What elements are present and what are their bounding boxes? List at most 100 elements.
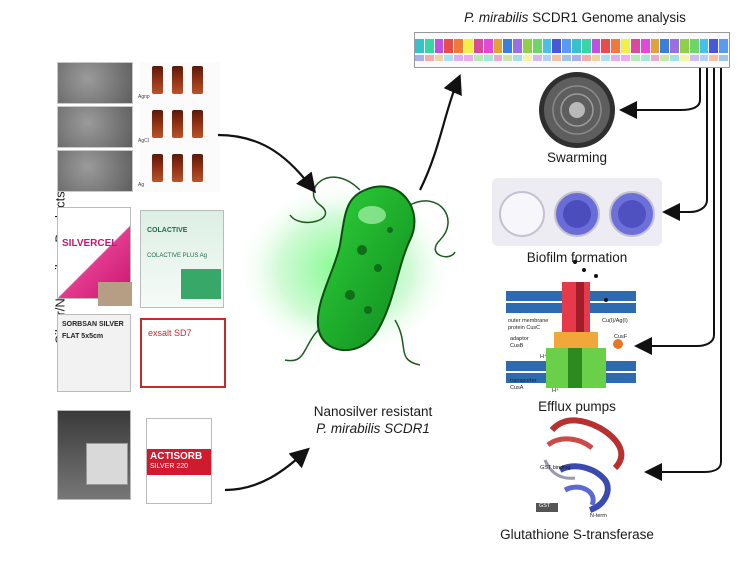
efflux-label: Efflux pumps <box>538 399 616 414</box>
genome-block <box>572 39 581 53</box>
genome-block <box>601 39 611 53</box>
exsalt-text: exsalt SD7 <box>148 328 192 338</box>
genome-block <box>709 39 719 53</box>
genome-block <box>473 39 483 53</box>
genome-block <box>532 39 542 53</box>
sorbsan-package: SORBSAN SILVER FLAT 5x5cm <box>57 314 131 392</box>
center-strain: P. mirabilis SCDR1 <box>316 421 430 436</box>
genome-block <box>464 39 473 53</box>
genome-block <box>493 39 503 53</box>
efflux-adaptor-label: adaptor <box>510 336 529 342</box>
genome-block <box>434 39 444 53</box>
silvercel-text: SILVERCEL <box>62 238 118 249</box>
gst-binding-label: GST binding <box>540 465 571 471</box>
tem-image-2 <box>57 106 133 148</box>
actisorb-sub-text: SILVER 220 <box>150 463 189 470</box>
efflux-cusf-label: CusF <box>614 334 628 340</box>
genome-block-shadow <box>503 55 513 61</box>
arrow-tem-to-bacterium <box>217 133 317 194</box>
arrow-to-biofilm <box>662 66 708 221</box>
genome-block-shadow <box>424 55 434 61</box>
swarming-label: Swarming <box>546 150 608 165</box>
flagellum-1 <box>289 176 361 224</box>
genome-block-shadow <box>415 55 424 61</box>
arrow-to-gst <box>644 66 722 481</box>
gst-tag-label: GST <box>539 503 551 509</box>
efflux-transporter-label: transporter <box>510 378 537 384</box>
genome-block <box>552 39 562 53</box>
genome-block <box>424 39 434 53</box>
nanosilver-vials-panel: Agnp AgCl Ag <box>138 62 220 192</box>
genome-block-shadow <box>434 55 444 61</box>
genome-block-shadow <box>611 55 621 61</box>
genome-block-shadow <box>699 55 709 61</box>
genome-block <box>621 39 630 53</box>
flagellum-2 <box>409 200 456 258</box>
arrow-to-swarming <box>619 66 701 119</box>
biofilm-well-1 <box>499 191 545 237</box>
exsalt-package: exsalt SD7 <box>140 318 226 388</box>
genome-block-shadow <box>679 55 689 61</box>
vial-label-1: Agnp <box>138 94 150 100</box>
genome-block-shadow <box>650 55 660 61</box>
genome-block <box>562 39 571 53</box>
genome-block-shadow <box>621 55 630 61</box>
colactive-text: COLACTIVE <box>147 227 188 234</box>
puracol-package <box>57 410 131 500</box>
efflux-h1-label: H⁺ <box>540 354 547 360</box>
genome-title-rest: SCDR1 Genome analysis <box>528 10 686 25</box>
gst-nterm-label: N-term <box>590 513 607 519</box>
genome-block-shadow <box>513 55 522 61</box>
efflux-adaptor2-label: CusB <box>510 343 524 349</box>
tem-image-1 <box>57 62 133 104</box>
actisorb-package: ACTISORB SILVER 220 <box>146 418 212 504</box>
biofilm-label: Biofilm formation <box>526 250 628 265</box>
genome-block <box>611 39 621 53</box>
vial-label-2: AgCl <box>138 138 149 144</box>
efflux-outer2-label: protein CusC <box>508 325 541 331</box>
genome-block-shadow <box>581 55 591 61</box>
genome-block <box>591 39 601 53</box>
genome-block-shadow <box>473 55 483 61</box>
genome-block-shadow <box>493 55 503 61</box>
genome-block <box>719 39 728 53</box>
genome-block-shadow <box>464 55 473 61</box>
genome-block-shadow <box>689 55 699 61</box>
genome-block <box>542 39 552 53</box>
genome-block-shadow <box>601 55 611 61</box>
genome-block-shadow <box>532 55 542 61</box>
genome-block-shadow <box>522 55 532 61</box>
center-title: Nanosilver resistant <box>313 404 433 419</box>
genome-title-species: P. mirabilis <box>464 10 529 25</box>
genome-alignment-bar <box>414 32 730 68</box>
genome-block <box>679 39 689 53</box>
genome-block <box>689 39 699 53</box>
genome-block <box>415 39 424 53</box>
genome-block <box>650 39 660 53</box>
genome-block <box>513 39 522 53</box>
genome-block-shadow <box>454 55 464 61</box>
genome-block <box>444 39 454 53</box>
genome-block-shadow <box>670 55 679 61</box>
efflux-outer-label: outer membrane <box>508 318 549 324</box>
genome-block <box>630 39 640 53</box>
genome-block <box>522 39 532 53</box>
colactive-plus-text: COLACTIVE PLUS Ag <box>147 253 208 259</box>
genome-block-shadow <box>542 55 552 61</box>
genome-block-shadow <box>552 55 562 61</box>
actisorb-text: ACTISORB <box>150 451 203 462</box>
genome-block-shadow <box>630 55 640 61</box>
gst-protein-structure <box>536 417 625 513</box>
flagellum-4 <box>394 319 421 366</box>
silvercel-pad <box>98 282 132 306</box>
genome-block <box>581 39 591 53</box>
colactive-package: COLACTIVE COLACTIVE PLUS Ag <box>140 210 224 308</box>
genome-block <box>503 39 513 53</box>
efflux-pump-diagram <box>506 260 636 388</box>
genome-block-shadow <box>640 55 650 61</box>
sorbsan-flat-text: FLAT 5x5cm <box>62 333 104 340</box>
bacterium-highlight <box>358 206 386 224</box>
gst-label: Glutathione S-transferase <box>500 527 654 542</box>
genome-block <box>699 39 709 53</box>
sorbsan-text: SORBSAN SILVER <box>62 321 124 328</box>
